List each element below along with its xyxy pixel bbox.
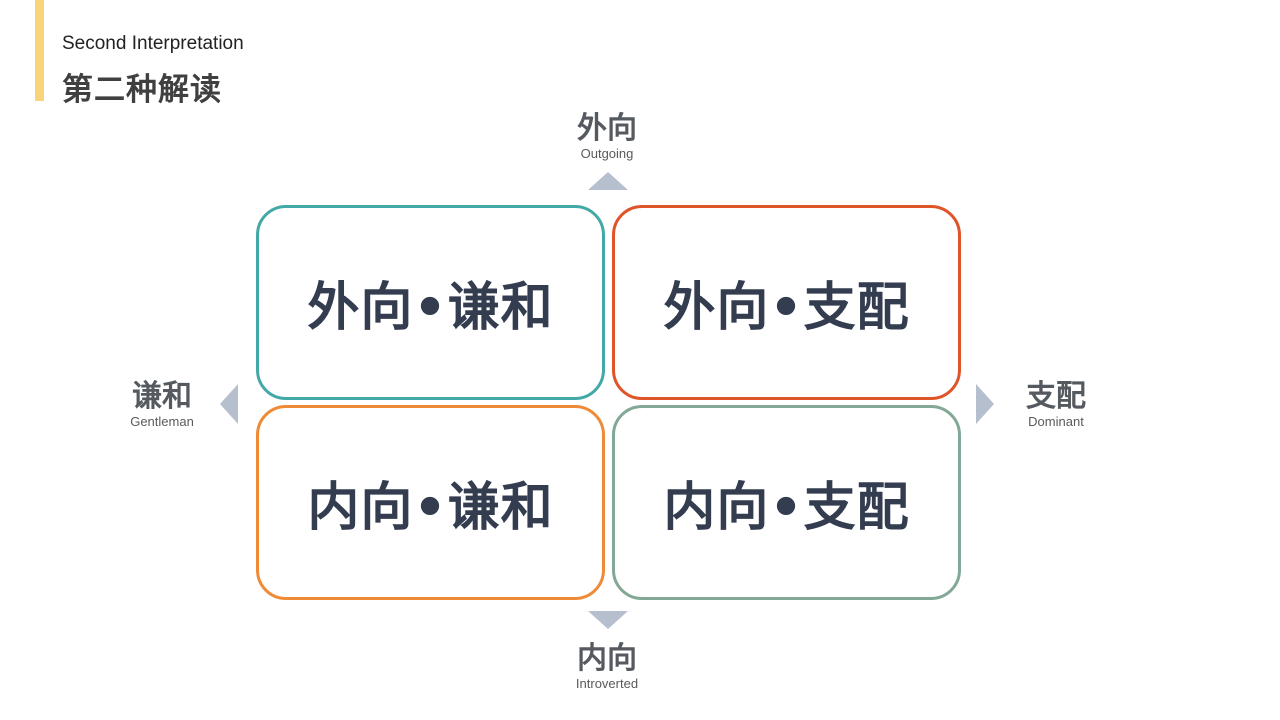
quadrant-outgoing-gentleman: 外向•谦和 — [256, 205, 605, 400]
quadrant-label: 外向•谦和 — [307, 278, 554, 338]
accent-bar — [35, 0, 44, 101]
slide-title: 第二种解读 — [62, 72, 222, 108]
arrow-up-icon — [588, 172, 628, 190]
axis-left-en: Gentleman — [130, 414, 194, 429]
axis-top-zh: 外向 — [577, 111, 637, 146]
arrow-right-icon — [976, 384, 994, 424]
axis-left-zh: 谦和 — [132, 379, 192, 414]
axis-right-zh: 支配 — [1026, 379, 1086, 414]
arrow-down-icon — [588, 611, 628, 629]
quadrant-introverted-dominant: 内向•支配 — [612, 405, 961, 600]
quadrant-label: 内向•支配 — [663, 478, 910, 538]
axis-top-en: Outgoing — [580, 146, 634, 161]
quadrant-label: 外向•支配 — [663, 278, 910, 338]
quadrant-outgoing-dominant: 外向•支配 — [612, 205, 961, 400]
slide-subtitle: Second Interpretation — [62, 33, 244, 54]
quadrant-introverted-gentleman: 内向•谦和 — [256, 405, 605, 600]
quadrant-label: 内向•谦和 — [307, 478, 554, 538]
axis-label-left: 谦和 Gentleman — [112, 380, 212, 430]
axis-bottom-en: Introverted — [575, 676, 639, 691]
axis-right-en: Dominant — [1028, 414, 1084, 429]
axis-label-top: 外向 Outgoing — [557, 112, 657, 162]
arrow-left-icon — [220, 384, 238, 424]
axis-label-bottom: 内向 Introverted — [557, 642, 657, 692]
axis-bottom-zh: 内向 — [577, 641, 637, 676]
axis-label-right: 支配 Dominant — [1006, 380, 1106, 430]
